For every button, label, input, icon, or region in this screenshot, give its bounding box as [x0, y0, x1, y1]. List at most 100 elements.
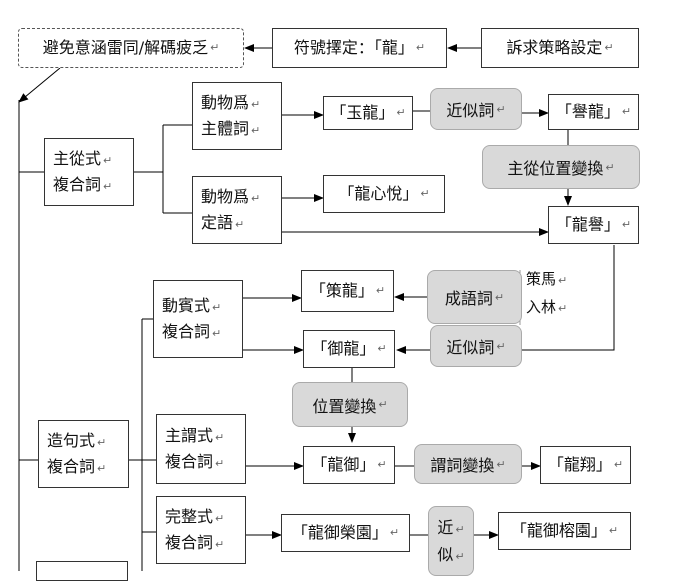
animal-main-line1: 動物爲	[201, 93, 250, 113]
subordinate-compound-box: 主從式↵ 複合詞↵	[44, 138, 134, 206]
reputation-dragon-box: 「譽龍」↵	[548, 94, 639, 130]
paragraph-mark-icon: ↵	[558, 302, 568, 315]
sentence-compound-box: 造句式↵ 複合詞↵	[38, 420, 129, 488]
paragraph-mark-icon: ↵	[97, 462, 107, 475]
arrow-avoid-to-tree	[18, 67, 61, 103]
synonym-pill-middle-text: 近似詞	[446, 338, 495, 357]
paragraph-mark-icon: ↵	[103, 180, 113, 193]
paragraph-mark-icon: ↵	[621, 105, 632, 119]
dragon-soar-text: 「龍翔」	[547, 455, 612, 475]
subject-predicate-line2: 複合詞	[165, 452, 214, 471]
verb-object-compound-box: 動賓式↵ 複合詞↵	[153, 280, 243, 358]
paragraph-mark-icon: ↵	[604, 41, 614, 55]
paragraph-mark-icon: ↵	[251, 98, 261, 112]
complete-line1: 完整式	[165, 507, 214, 527]
predicate-change-text: 謂詞變換	[430, 456, 495, 475]
synonym-pill-middle: 近似詞↵	[430, 325, 522, 367]
animal-main-line2: 主體詞	[201, 119, 250, 138]
jade-dragon-text: 「玉龍」	[330, 103, 395, 123]
reputation-dragon-text: 「譽龍」	[555, 102, 620, 122]
paragraph-mark-icon: ↵	[377, 342, 387, 356]
animal-modifier-line2: 定語	[201, 213, 234, 232]
paragraph-mark-icon: ↵	[396, 106, 406, 120]
paragraph-mark-icon: ↵	[251, 192, 261, 206]
subordinate-label-line1: 主從式	[53, 149, 102, 169]
idiom-pill: 成語詞↵	[427, 270, 522, 324]
symbol-selection-box: 符號擇定：「龍」↵	[272, 28, 447, 68]
verb-object-label-line2: 複合詞	[162, 322, 211, 341]
dragon-heart-text: 「龍心悅」	[338, 184, 419, 204]
subject-predicate-box: 主謂式↵ 複合詞↵	[156, 414, 246, 484]
animal-main-box: 動物爲↵ 主體詞↵	[192, 82, 282, 150]
dragon-reputation-text: 「龍譽」	[555, 215, 620, 235]
paragraph-mark-icon: ↵	[103, 154, 113, 168]
position-swap-pill: 主從位置變換↵	[482, 145, 640, 189]
idiom-source-text: 策馬↵ 入林↵	[526, 266, 567, 322]
paragraph-mark-icon: ↵	[215, 457, 225, 470]
dragon-ride-banyan-text: 「龍御榕園」	[510, 521, 607, 541]
paragraph-mark-icon: ↵	[455, 522, 465, 536]
complete-line2: 複合詞	[165, 533, 214, 552]
paragraph-mark-icon: ↵	[97, 436, 107, 450]
position-swap-text: 主從位置變換	[507, 159, 604, 178]
dragon-rep-to-ride	[522, 245, 615, 351]
paragraph-mark-icon: ↵	[621, 218, 632, 232]
strategy-setting-text: 訴求策略設定	[506, 38, 603, 58]
dragon-ride-glory-text: 「龍御榮園」	[291, 523, 388, 543]
paragraph-mark-icon: ↵	[496, 102, 506, 116]
subordinate-label-line2: 複合詞	[53, 175, 102, 194]
similar-pill-line1: 近	[437, 517, 454, 537]
paragraph-mark-icon: ↵	[455, 550, 465, 563]
paragraph-mark-icon: ↵	[377, 458, 387, 472]
predicate-change-pill: 謂詞變換↵	[414, 444, 522, 484]
paragraph-mark-icon: ↵	[605, 160, 615, 174]
paragraph-mark-icon: ↵	[251, 124, 261, 137]
avoid-repetition-box: 避免意涵雷同/解碼疲乏↵	[18, 28, 244, 68]
dragon-heart-box: 「龍心悅」↵	[323, 175, 445, 213]
position-change-pill: 位置變換↵	[292, 382, 408, 427]
animal-modifier-box: 動物爲↵ 定語↵	[192, 176, 282, 244]
dragon-ride-glory-box: 「龍御榮園」↵	[281, 514, 410, 552]
symbol-selection-text: 符號擇定：「龍」	[293, 38, 414, 58]
idiom-line1: 策馬	[526, 270, 557, 288]
ride-dragon-text: 「御龍」	[311, 339, 376, 359]
subject-predicate-line1: 主謂式	[165, 426, 214, 446]
dragon-ride-box: 「龍御」↵	[303, 446, 395, 484]
idiom-line2: 入林	[526, 298, 557, 316]
paragraph-mark-icon: ↵	[378, 398, 388, 411]
strategy-setting-box: 訴求策略設定↵	[481, 28, 639, 68]
paragraph-mark-icon: ↵	[375, 284, 386, 298]
paragraph-mark-icon: ↵	[420, 187, 430, 201]
idiom-pill-text: 成語詞	[444, 289, 493, 308]
dragon-ride-banyan-box: 「龍御榕園」↵	[498, 512, 631, 550]
paragraph-mark-icon: ↵	[558, 274, 568, 287]
paragraph-mark-icon: ↵	[415, 41, 426, 55]
paragraph-mark-icon: ↵	[235, 218, 245, 231]
paragraph-mark-icon: ↵	[496, 339, 506, 353]
similar-pill: 近↵ 似↵	[428, 506, 474, 576]
cutoff-box	[36, 561, 128, 581]
synonym-pill-top: 近似詞↵	[430, 88, 522, 130]
paragraph-mark-icon: ↵	[212, 327, 222, 340]
synonym-pill-top-text: 近似詞	[446, 101, 495, 120]
paragraph-mark-icon: ↵	[613, 458, 624, 472]
ride-dragon-box: 「御龍」↵	[303, 330, 395, 368]
position-change-text: 位置變換	[312, 396, 377, 416]
paragraph-mark-icon: ↵	[215, 512, 225, 526]
dragon-soar-box: 「龍翔」↵	[540, 446, 631, 484]
whip-dragon-box: 「策龍」↵	[301, 270, 394, 312]
paragraph-mark-icon: ↵	[608, 524, 619, 538]
similar-pill-line2: 似	[437, 545, 454, 564]
paragraph-mark-icon: ↵	[215, 431, 225, 445]
paragraph-mark-icon: ↵	[496, 457, 506, 471]
paragraph-mark-icon: ↵	[212, 301, 222, 315]
paragraph-mark-icon: ↵	[215, 538, 225, 551]
animal-modifier-line1: 動物爲	[201, 187, 250, 207]
dragon-reputation-box: 「龍譽」↵	[548, 206, 639, 244]
complete-compound-box: 完整式↵ 複合詞↵	[156, 496, 246, 564]
paragraph-mark-icon: ↵	[210, 41, 220, 55]
sentence-label-line1: 造句式	[47, 431, 96, 451]
paragraph-mark-icon: ↵	[494, 290, 505, 304]
avoid-repetition-text: 避免意涵雷同/解碼疲乏	[42, 38, 209, 58]
